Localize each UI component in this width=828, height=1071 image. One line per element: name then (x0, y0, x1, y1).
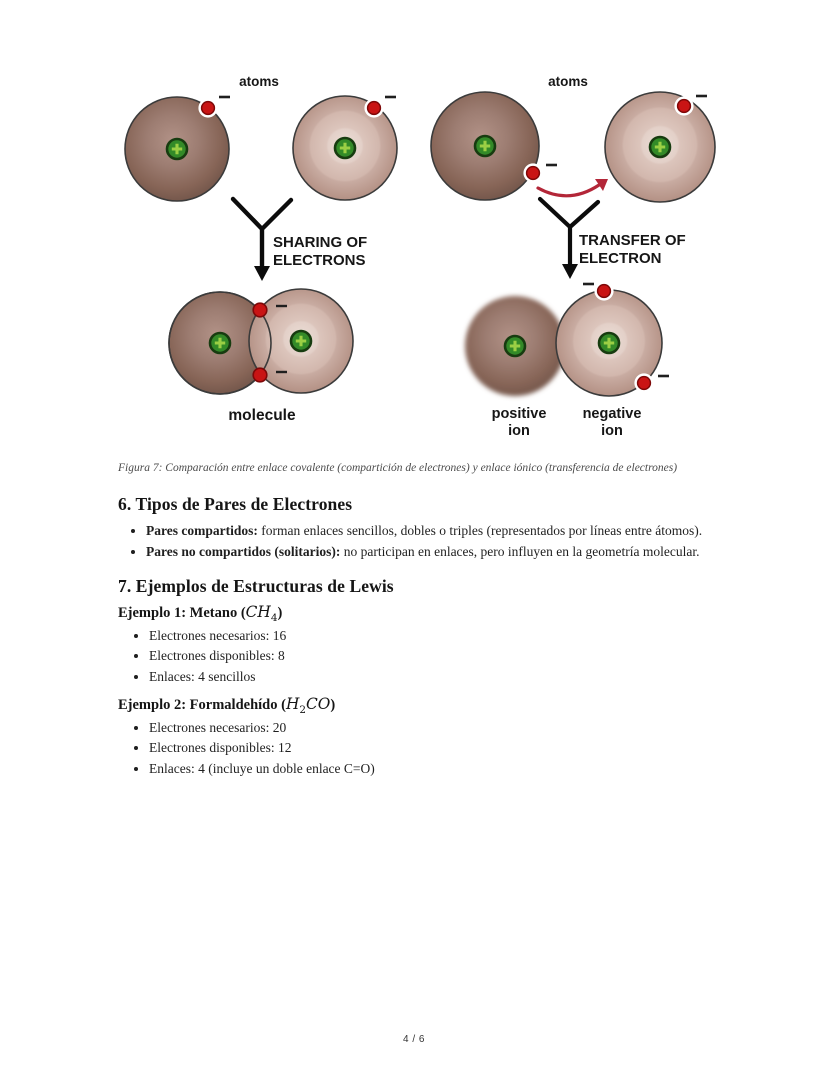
section-6-list: Pares compartidos: forman enlaces sencil… (118, 522, 711, 561)
electron-transfer-arrow (536, 183, 601, 198)
sharing-label-line2: ELECTRONS (273, 252, 366, 269)
section-6-heading: 6. Tipos de Pares de Electrones (118, 493, 353, 514)
formula-subscript: 2 (299, 704, 307, 717)
nucleus-icon (473, 134, 497, 158)
nucleus-icon (208, 331, 232, 355)
list-item: Enlaces: 4 sencillos (149, 667, 709, 687)
page-number: 4 / 6 (403, 1034, 425, 1045)
merge-down-arrow (537, 196, 601, 269)
example-title-text: ) (277, 605, 283, 622)
electron-icon (363, 97, 385, 119)
arrowhead (562, 264, 578, 279)
section-7-heading: 7. Ejemplos de Estructuras de Lewis (118, 575, 394, 596)
negative-ion-label-line1: negative (583, 406, 642, 422)
list-item: Enlaces: 4 (incluye un doble enlace C=O) (149, 759, 709, 779)
molecule-label: molecule (228, 407, 296, 424)
list-item-text: forman enlaces sencillos, dobles o tripl… (257, 522, 703, 538)
figure-caption: Figura 7: Comparación entre enlace coval… (118, 462, 678, 474)
list-item: Electrones disponibles: 8 (149, 646, 709, 666)
formula-subscript: 4 (270, 612, 278, 625)
list-item-text: no participan en enlaces, pero influyen … (340, 543, 700, 559)
list-item-bold: Pares no compartidos (solitarios): (146, 543, 341, 559)
transfer-label-line2: ELECTRON (579, 250, 662, 267)
nucleus-icon (289, 329, 313, 353)
covalent-diagram: atoms SHARING OF ELECTRONS molecule (124, 74, 398, 424)
list-item: Pares no compartidos (solitarios): no pa… (146, 543, 711, 561)
example-1-title: Ejemplo 1: Metano (CH4) (118, 603, 712, 625)
nucleus-icon (165, 137, 189, 161)
bonding-comparison-figure: atoms SHARING OF ELECTRONS molecule atom… (124, 74, 716, 439)
example-title-text: Ejemplo 2: Formaldehído ( (118, 697, 286, 714)
nucleus-icon (503, 334, 527, 358)
formula-part: H (285, 695, 300, 714)
formula-part: CH (245, 603, 271, 622)
example-2-title: Ejemplo 2: Formaldehído (H2CO) (118, 695, 712, 717)
electron-icon (633, 372, 655, 394)
chemical-formula: H2CO (285, 695, 331, 717)
atoms-label-right: atoms (548, 74, 588, 89)
example-2-list: Electrones necesarios: 20 Electrones dis… (118, 718, 709, 779)
ionic-diagram: atoms TRANSFER OF ELECTRON positive ion … (430, 74, 716, 439)
arrowhead (254, 266, 270, 281)
shared-electron-icon (252, 367, 268, 383)
example-title-text: ) (330, 697, 336, 714)
positive-ion-label-line2: ion (508, 423, 530, 439)
transfer-label-line1: TRANSFER OF (579, 232, 686, 249)
electron-icon (197, 97, 219, 119)
transfer-arrowhead (595, 179, 608, 191)
electron-icon (593, 280, 615, 302)
negative-ion-label-line2: ion (601, 423, 623, 439)
electron-icon (522, 162, 544, 184)
list-item: Electrones necesarios: 16 (149, 626, 709, 646)
list-item: Electrones disponibles: 12 (149, 738, 709, 758)
positive-ion-label-line1: positive (492, 406, 547, 422)
document-body: Figura 7: Comparación entre enlace coval… (118, 461, 712, 779)
nucleus-icon (333, 136, 357, 160)
sharing-label-line1: SHARING OF (273, 234, 367, 251)
example-1-list: Electrones necesarios: 16 Electrones dis… (118, 626, 709, 687)
merge-down-arrow (230, 196, 294, 271)
molecule-overlap-outline (168, 291, 272, 395)
example-title-text: Ejemplo 1: Metano ( (118, 605, 246, 622)
electron-icon (673, 95, 695, 117)
nucleus-icon (597, 331, 621, 355)
atoms-label-left: atoms (239, 74, 279, 89)
formula-part: CO (306, 695, 331, 714)
list-item: Pares compartidos: forman enlaces sencil… (146, 522, 711, 540)
chemical-formula: CH4 (245, 603, 278, 625)
shared-electron-icon (252, 302, 268, 318)
nucleus-icon (648, 135, 672, 159)
list-item: Electrones necesarios: 20 (149, 718, 709, 738)
list-item-bold: Pares compartidos: (146, 522, 258, 538)
